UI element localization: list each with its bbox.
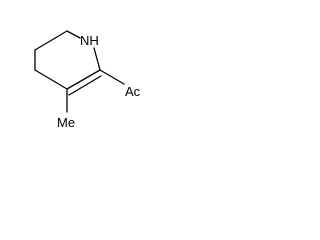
bond-c2-c3-double xyxy=(68,75,102,96)
nh-label: NH xyxy=(80,33,99,48)
bond-c2-c3 xyxy=(66,69,101,90)
acetyl-label: Ac xyxy=(125,84,141,99)
structure-drawing: NH Ac Me xyxy=(34,30,141,130)
bond-c3-acetyl xyxy=(99,69,125,85)
bond-n-c6 xyxy=(66,30,81,39)
bond-c4-c2 xyxy=(34,69,68,90)
molecule-diagram: NH Ac Me xyxy=(0,0,153,153)
bond-c3-n xyxy=(93,47,101,71)
bond-c6-c5 xyxy=(34,30,68,51)
methyl-label: Me xyxy=(57,115,75,130)
